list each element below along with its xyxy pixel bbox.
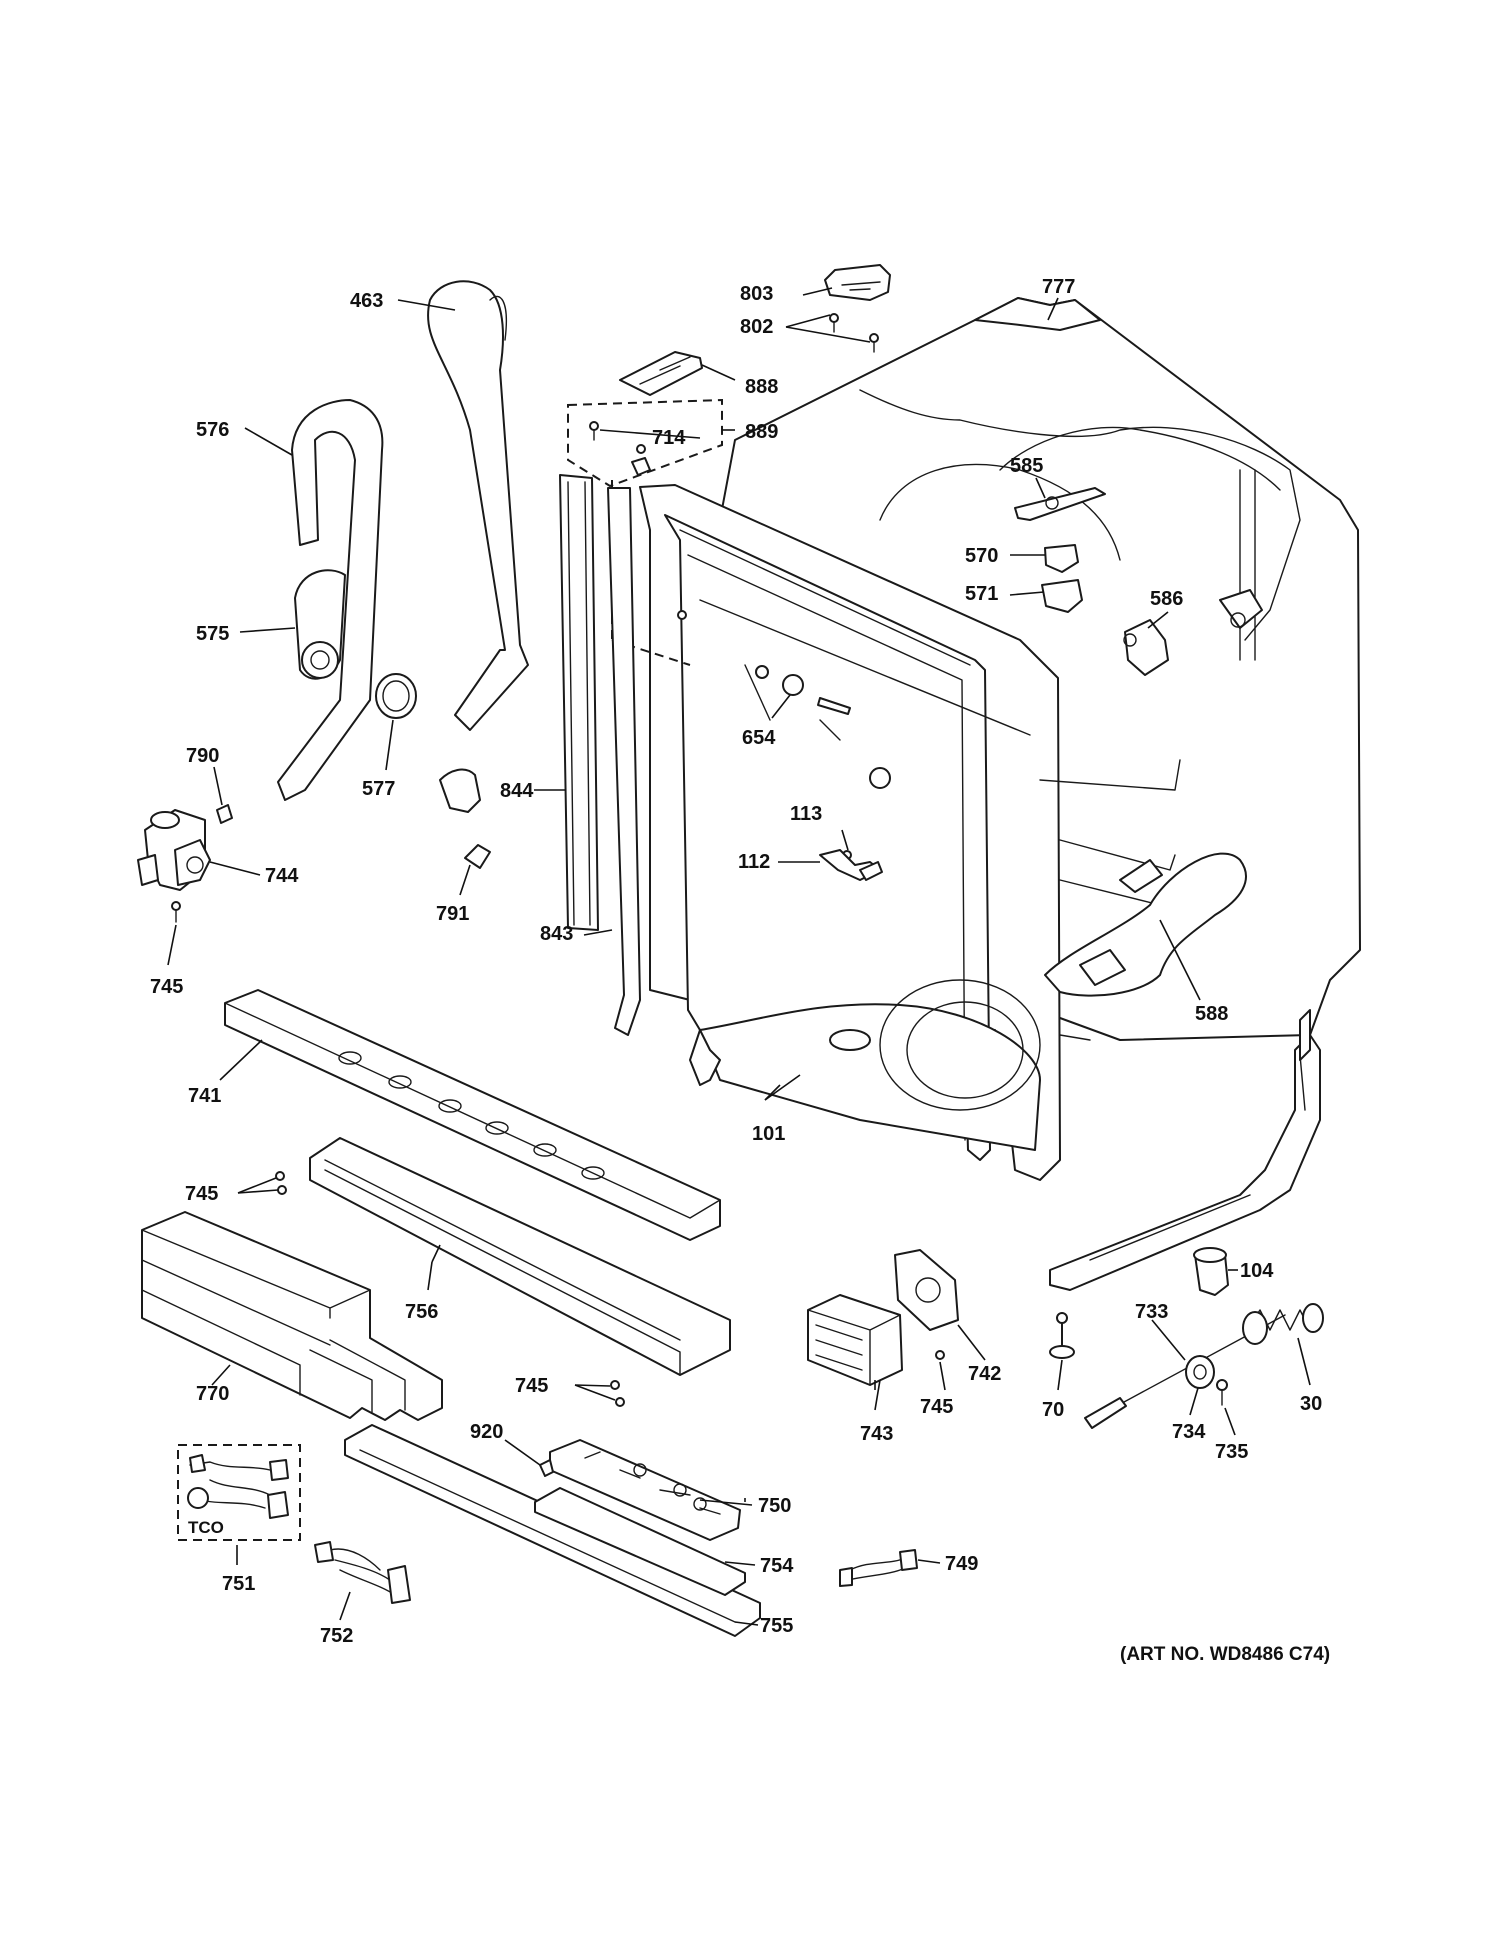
callout-label-101: 101 [752, 1123, 785, 1145]
callout-label-777: 777 [1042, 276, 1075, 298]
tco-label: TCO [188, 1518, 224, 1537]
callout-label-70: 70 [1042, 1399, 1064, 1421]
callout-label-755: 755 [760, 1615, 793, 1637]
art-number: (ART NO. WD8486 C74) [1120, 1644, 1330, 1665]
callout-label-802: 802 [740, 316, 773, 338]
tub-interior-parts: 654 113 112 588 101 [738, 664, 1247, 1145]
callout-label-585: 585 [1010, 455, 1043, 477]
tub-top-details [859, 389, 1301, 661]
harness-group: TCO 751 752 749 [177, 1444, 978, 1647]
callout-label-752: 752 [320, 1625, 353, 1647]
callout-label-742: 742 [968, 1363, 1001, 1385]
callout-label-745c: 745 [515, 1375, 548, 1397]
callout-label-576: 576 [196, 419, 229, 441]
callout-label-654: 654 [742, 727, 776, 749]
lower-right-parts: 743 742 745 104 70 733 734 [807, 1247, 1324, 1463]
hoses-group: 463 576 575 577 [196, 280, 529, 813]
callout-label-734: 734 [1172, 1421, 1206, 1443]
callout-label-714: 714 [652, 427, 686, 449]
callout-label-745b: 745 [185, 1183, 218, 1205]
callout-label-112: 112 [738, 851, 770, 873]
callout-label-803: 803 [740, 283, 773, 305]
callout-label-749: 749 [945, 1553, 978, 1575]
callout-label-744: 744 [265, 865, 299, 887]
callout-777: 777 [1042, 276, 1075, 321]
lower-panels: 741 745 756 770 [141, 989, 731, 1421]
callout-label-571: 571 [965, 583, 998, 605]
valve-group: 790 744 745 791 [137, 745, 491, 998]
callout-label-575: 575 [196, 623, 229, 645]
callout-label-463: 463 [350, 290, 383, 312]
upper-right-parts: 585 570 571 586 [965, 455, 1183, 676]
callout-label-741: 741 [188, 1085, 221, 1107]
callout-label-791: 791 [436, 903, 469, 925]
callout-label-113: 113 [790, 803, 822, 825]
callout-label-843: 843 [540, 923, 573, 945]
callout-label-888: 888 [745, 376, 778, 398]
callout-label-756: 756 [405, 1301, 438, 1323]
callout-label-577: 577 [362, 778, 395, 800]
callout-label-735: 735 [1215, 1441, 1248, 1463]
callout-label-586: 586 [1150, 588, 1183, 610]
callout-label-30: 30 [1300, 1393, 1322, 1415]
callout-label-104: 104 [1240, 1260, 1274, 1282]
callout-label-588: 588 [1195, 1003, 1228, 1025]
callout-label-844: 844 [500, 780, 534, 802]
callout-label-750: 750 [758, 1495, 791, 1517]
callout-label-745d: 745 [920, 1396, 953, 1418]
callout-label-743: 743 [860, 1423, 893, 1445]
control-group: 745 920 750 754 755 [344, 1375, 794, 1637]
callout-label-889: 889 [745, 421, 778, 443]
side-strips: 844 843 [500, 474, 641, 1036]
callout-label-790: 790 [186, 745, 219, 767]
callout-label-570: 570 [965, 545, 998, 567]
callout-label-754: 754 [760, 1555, 794, 1577]
callout-label-920: 920 [470, 1421, 503, 1443]
tub-assembly [639, 297, 1361, 1291]
callout-label-733: 733 [1135, 1301, 1168, 1323]
callout-label-745a: 745 [150, 976, 183, 998]
upper-bracket-group: 803 802 888 714 889 [567, 264, 891, 666]
callout-label-751: 751 [222, 1573, 255, 1595]
callout-label-770: 770 [196, 1383, 229, 1405]
